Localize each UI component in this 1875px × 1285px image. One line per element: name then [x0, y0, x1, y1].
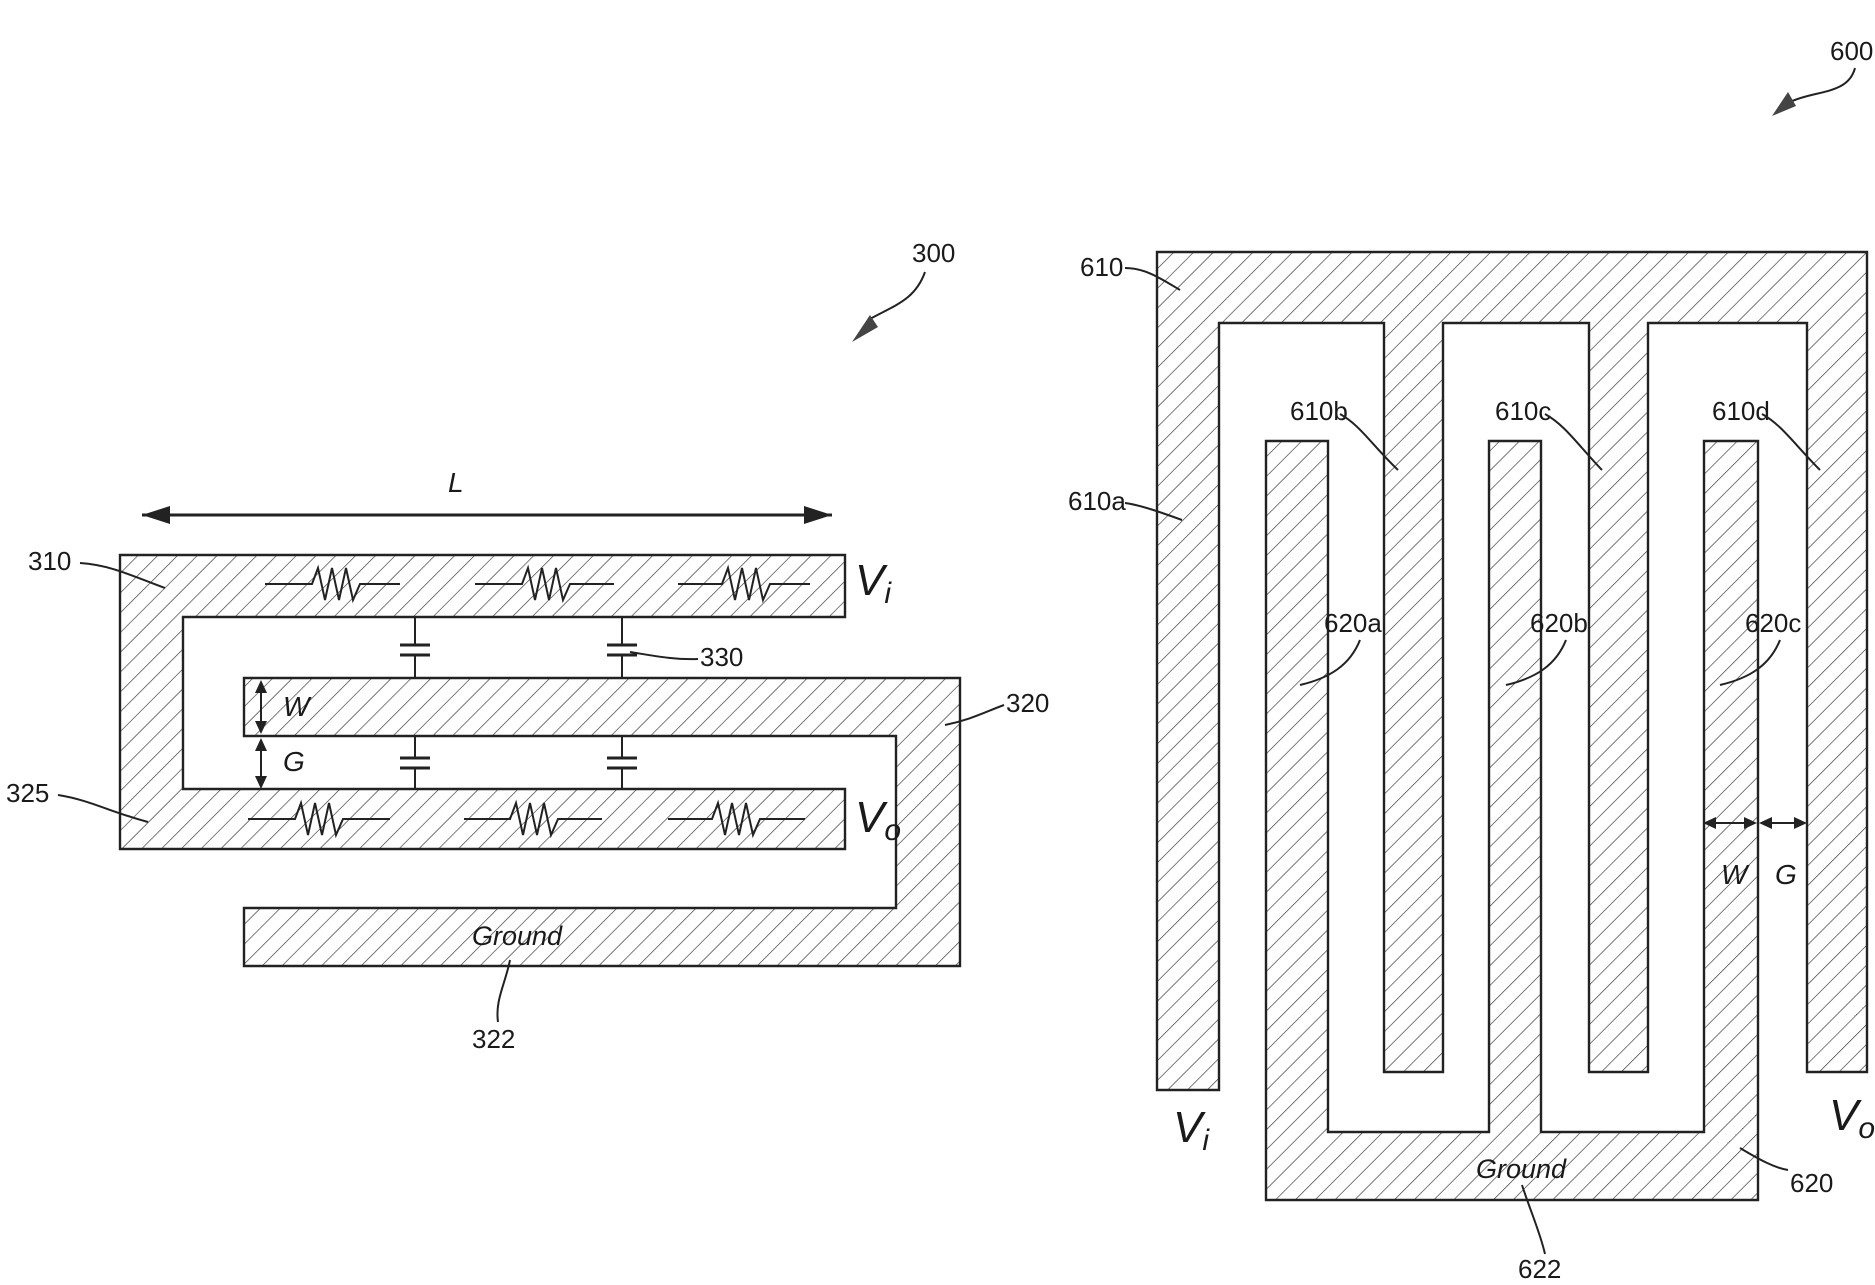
arrow-right-head: [804, 506, 832, 524]
capacitor-bottom-2: [607, 736, 637, 789]
arrow-left-head: [142, 506, 170, 524]
ref-620a-label: 620a: [1324, 608, 1382, 638]
ref-300-label: 300: [912, 238, 955, 268]
ref-610-label: 610: [1080, 252, 1123, 282]
figure-300: 300 L Ground: [6, 238, 1049, 1054]
gap-dimension: [255, 738, 267, 789]
gap-dimension-600: [1759, 817, 1807, 829]
ref-620b-label: 620b: [1530, 608, 1588, 638]
length-label: L: [448, 467, 464, 498]
output-voltage-600: Vo: [1829, 1091, 1875, 1145]
ground-label-600: Ground: [1476, 1154, 1567, 1184]
gap-label-300: G: [283, 746, 305, 777]
width-label-300: W: [283, 691, 312, 722]
ref-600-arrowhead: [1772, 92, 1796, 116]
ref-330-leader: [630, 652, 698, 659]
ref-330-label: 330: [700, 642, 743, 672]
input-voltage-300: Vi: [855, 556, 892, 610]
ref-610b-label: 610b: [1290, 396, 1348, 426]
capacitor-bottom-1: [400, 736, 430, 789]
ref-322-leader: [497, 960, 510, 1022]
ref-600-leader: [1790, 68, 1855, 102]
capacitor-top-2: [607, 617, 637, 678]
ref-310-label: 310: [28, 546, 71, 576]
ref-620c-label: 620c: [1745, 608, 1801, 638]
input-voltage-600: Vi: [1173, 1103, 1210, 1157]
output-voltage-300: Vo: [855, 793, 901, 847]
ref-610c-label: 610c: [1495, 396, 1551, 426]
ground-label-300: Ground: [472, 921, 563, 951]
ref-325-label: 325: [6, 778, 49, 808]
ref-300-arrowhead: [852, 315, 878, 342]
figure-600: 600 Ground W G Vi Vo 610 610a 610b: [1068, 36, 1875, 1284]
ref-620-label: 620: [1790, 1168, 1833, 1198]
ref-610d-label: 610d: [1712, 396, 1770, 426]
width-label-600: W: [1721, 859, 1750, 890]
ref-320-label: 320: [1006, 688, 1049, 718]
ref-600-label: 600: [1830, 36, 1873, 66]
ref-622-label: 622: [1518, 1254, 1561, 1284]
ref-300-leader: [868, 272, 925, 320]
capacitor-top-1: [400, 617, 430, 678]
ref-322-label: 322: [472, 1024, 515, 1054]
ref-610a-label: 610a: [1068, 486, 1126, 516]
second-transmission-line-620: [1266, 441, 1758, 1200]
gap-label-600: G: [1775, 859, 1797, 890]
